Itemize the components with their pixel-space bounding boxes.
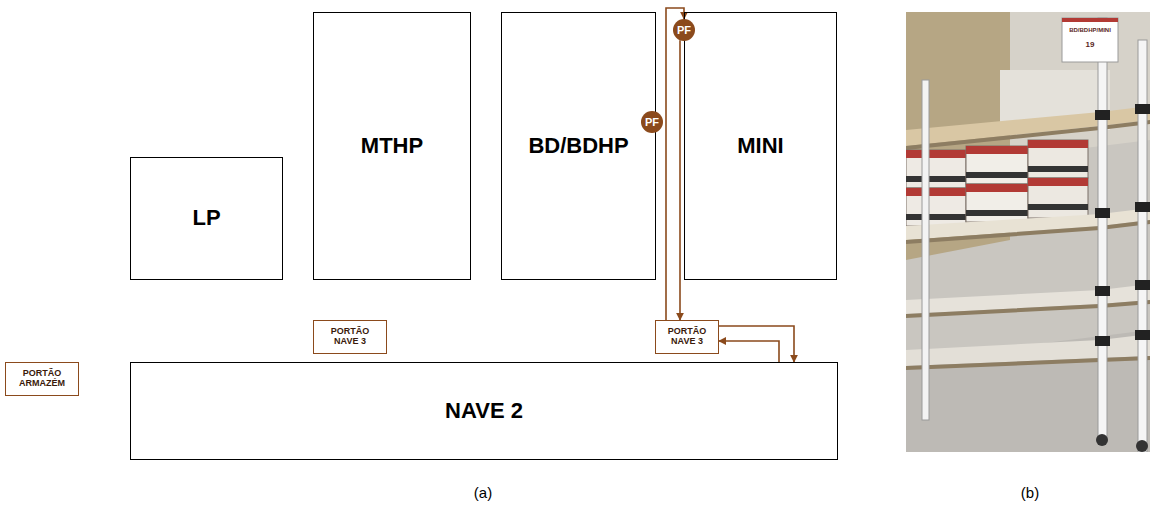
hall-box: NAVE 2 (130, 362, 838, 460)
node-text: PORTÃO NAVE 3 (660, 327, 714, 347)
pf-circle: PF (673, 19, 695, 41)
node-text: PF (677, 24, 691, 36)
flow-arrow (719, 326, 794, 362)
area-box: MTHP (313, 12, 471, 280)
gate-box: PORTÃO ARMAZÉM (5, 362, 79, 396)
sign-number: 19 (1063, 40, 1117, 49)
node-text: MTHP (361, 134, 423, 158)
node-text: BD/BDHP (528, 134, 628, 158)
node-text: PORTÃO NAVE 3 (318, 327, 382, 347)
node-text: PF (645, 116, 659, 128)
node-text: LP (192, 206, 220, 230)
flow-arrow (719, 341, 779, 362)
figure-label: (a) (463, 484, 503, 501)
area-box: LP (130, 157, 283, 280)
area-box: BD/BDHP (501, 12, 656, 280)
gate-box: PORTÃO NAVE 3 (313, 320, 387, 354)
node-text: MINI (737, 134, 783, 158)
pf-circle: PF (641, 111, 663, 133)
sign-text: BD/BDHP/MINI (1063, 27, 1117, 33)
area-box: MINI (684, 12, 837, 280)
figure-label: (b) (1010, 484, 1050, 501)
node-text: PORTÃO ARMAZÉM (10, 369, 74, 389)
flow-arrow (679, 40, 681, 320)
flow-arrow (666, 8, 684, 320)
node-text: NAVE 2 (445, 399, 523, 423)
gate-box: PORTÃO NAVE 3 (655, 320, 719, 354)
